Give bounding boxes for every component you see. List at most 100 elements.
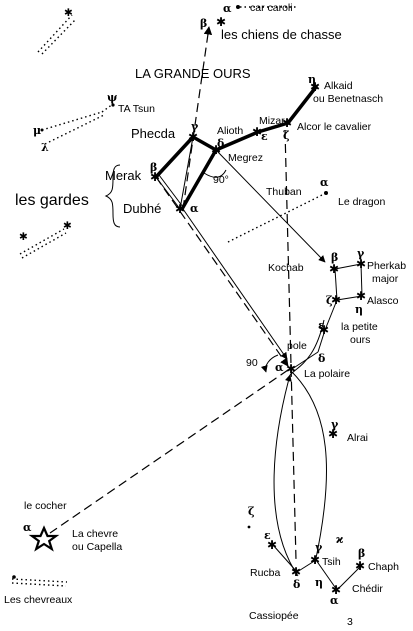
label-alasco: Alasco: [367, 295, 399, 307]
greek-mu: μ: [33, 124, 41, 137]
star-dubhe: ✱: [175, 202, 185, 216]
star-left-1: ✱: [19, 231, 28, 243]
greek-delta-umi: δ: [318, 352, 325, 365]
label-petite: la petite: [341, 321, 378, 333]
star-alkaid: ✱: [310, 80, 320, 94]
greek-gamma-cas: γ: [315, 541, 323, 554]
label-megrez: Megrez: [228, 152, 263, 164]
cassiopeia-lines: [272, 544, 362, 591]
label-alioth: Alioth: [217, 125, 243, 137]
label-ours: ours: [350, 334, 370, 346]
greek-alpha-dra: α: [320, 176, 329, 189]
label-la-chevre: La chevre: [72, 528, 118, 540]
greek-eta-umi: η: [355, 303, 363, 316]
greek-kappa-cas: ϰ: [336, 533, 343, 546]
stars: ✱ ✱ ✱ ✱ ✱ ✱ ✱ ✱ ✱ ✱ ✱ ✱ ✱ ✱ ✱ ✱ ✱ ✱ ✱ ✱ …: [12, 5, 366, 597]
label-alrai: Alrai: [347, 432, 368, 444]
label-chedir: Chédir: [352, 583, 383, 595]
star-merak: ✱: [150, 170, 160, 184]
greek-epsilon-cas: ε: [264, 529, 271, 542]
star-polaire: ✱: [286, 362, 296, 376]
star-epsilon-umi: ✱: [319, 323, 329, 337]
greek-gamma-cep: γ: [331, 418, 339, 431]
star-chevreaux: [12, 575, 16, 579]
big-dipper-lines: [154, 85, 318, 211]
label-chiens-de-chasse: les chiens de chasse: [221, 27, 342, 42]
greek-letters: α β η ψ μ λ γ δ ε ζ β α α β γ ζ η ε δ α …: [23, 2, 365, 607]
star-alcor: ✱: [282, 116, 292, 130]
gardes-brace: [104, 164, 121, 228]
label-ta-tsun: TA Tsun: [118, 103, 155, 115]
star-thuban: [324, 191, 328, 195]
greek-alpha-caroli: α: [223, 2, 232, 15]
greek-zeta-umi: ζ: [326, 294, 333, 307]
label-angle-90-top: 90°: [213, 174, 229, 186]
greek-lambda: λ: [41, 141, 49, 154]
greek-gamma-uma: γ: [191, 120, 199, 133]
label-three: 3: [347, 616, 353, 628]
star-car-caroli: [236, 5, 240, 9]
label-les-chevreaux: Les chevreaux: [4, 594, 73, 606]
greek-eta-uma: η: [308, 73, 316, 86]
star-tsih: ✱: [310, 553, 320, 567]
label-la-polaire: La polaire: [304, 368, 350, 380]
label-grande-ourse: LA GRANDE OURS: [135, 66, 251, 81]
greek-beta-uma: β: [150, 161, 157, 174]
label-alcor: Alcor le cavalier: [297, 121, 372, 133]
label-dubhe: Dubhé: [123, 201, 161, 216]
star-ta-tsun: [111, 103, 115, 107]
label-kochab: Kochab: [268, 262, 304, 274]
greek-gamma-umi: γ: [357, 247, 365, 260]
star-chedir: ✱: [331, 583, 341, 597]
label-phecda: Phecda: [131, 126, 176, 141]
star-phecda: ✱: [188, 130, 198, 144]
star-chaph: ✱: [355, 559, 365, 573]
label-tsih: Tsih: [322, 556, 341, 568]
greek-psi: ψ: [107, 91, 117, 104]
label-merak: Merak: [105, 168, 142, 183]
star-kochab: ✱: [329, 262, 339, 276]
greek-eta-cas: η: [315, 576, 323, 589]
greek-delta-cas: δ: [293, 578, 300, 591]
greek-beta-umi: β: [331, 251, 338, 264]
dotted-fragments: [11, 6, 327, 587]
star-top-left: ✱: [64, 7, 73, 19]
greek-epsilon-uma: ε: [261, 130, 268, 143]
greek-zeta-cas: ζ: [248, 505, 255, 518]
star-left-2: ✱: [63, 220, 72, 232]
greek-beta-cas: β: [358, 547, 365, 560]
star-chiens: ✱: [216, 15, 226, 29]
star-megrez: ✱: [211, 143, 221, 157]
guide-lines: [49, 26, 327, 577]
star-zeta-umi: ✱: [331, 293, 341, 307]
greek-delta-uma: δ: [217, 137, 224, 150]
greek-alpha-uma: α: [190, 202, 199, 215]
star-alasco: ✱: [356, 289, 366, 303]
label-les-gardes: les gardes: [15, 192, 89, 209]
star-rucba: ✱: [291, 565, 301, 579]
star-mu: [40, 128, 44, 132]
greek-zeta-uma: ζ: [283, 129, 290, 142]
greek-alpha-aur: α: [23, 521, 32, 534]
label-major: major: [372, 273, 399, 285]
star-alioth-mizar: ✱: [252, 125, 262, 139]
greek-alpha-umi: α: [275, 361, 284, 374]
little-dipper-lines: [291, 263, 363, 370]
label-angle-90-left: 90: [246, 357, 258, 369]
label-le-cocher: le cocher: [24, 500, 67, 512]
label-ou-capella: ou Capella: [72, 541, 122, 553]
label-pherkab: Pherkab: [367, 260, 406, 272]
star-alrai: ✱: [328, 427, 338, 441]
star-capella: [28, 525, 60, 552]
label-le-dragon: Le dragon: [338, 196, 385, 208]
label-cassiopee: Cassiopée: [249, 610, 299, 622]
star-epsilon-cas: ✱: [267, 538, 277, 552]
star-pherkab: ✱: [356, 257, 366, 271]
star-zeta-cas: [247, 525, 251, 529]
label-rucba: Rucba: [250, 567, 281, 579]
greek-beta-chiens: β: [200, 17, 207, 30]
label-mizar: Mizar: [259, 115, 285, 127]
label-thuban: Thuban: [266, 186, 302, 198]
label-car-caroli: car caroli: [250, 2, 293, 14]
